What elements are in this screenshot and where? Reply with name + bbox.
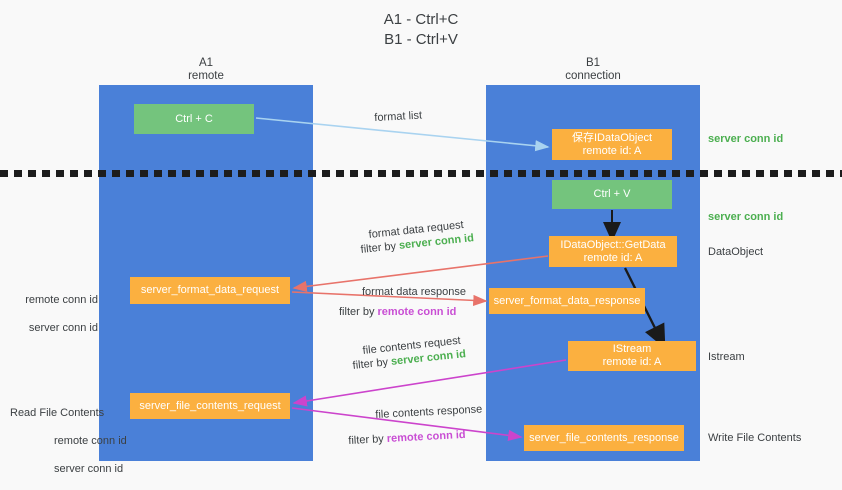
filter-prefix: filter by <box>339 306 378 318</box>
annotation-server-conn-id-top: server conn id <box>708 133 784 145</box>
column-header-b1: B1 connection <box>565 57 621 82</box>
box-server-format-data-response[interactable]: server_format_data_response <box>489 288 645 314</box>
annotation-read-file-contents-group: Read File Contents remote conn id server… <box>10 392 190 490</box>
annotation-remote-conn-id: remote conn id <box>54 435 127 447</box>
filter-prefix: filter by <box>348 432 388 447</box>
box-save-idataobject[interactable]: 保存IDataObject remote id: A <box>552 129 672 160</box>
box-idataobject-getdata[interactable]: IDataObject::GetData remote id: A <box>549 236 677 267</box>
edge-label-format-data-response-filter: filter by remote conn id <box>339 305 456 319</box>
box-ctrl-v[interactable]: Ctrl + V <box>552 180 672 209</box>
edge-label-format-data-response: format data response <box>362 286 466 298</box>
box-ctrl-c[interactable]: Ctrl + C <box>134 104 254 134</box>
annotation-server-conn-id: server conn id <box>28 322 98 334</box>
box-server-format-data-request[interactable]: server_format_data_request <box>130 277 290 304</box>
edge-label-format-list: format list <box>374 109 423 124</box>
phase-divider <box>0 170 842 177</box>
box-server-file-contents-request[interactable]: server_file_contents_request <box>130 393 290 419</box>
filter-value-remote-conn-id: remote conn id <box>377 306 457 318</box>
filter-prefix: filter by <box>360 239 400 256</box>
annotation-server-conn-id: server conn id <box>54 463 124 475</box>
annotation-remote-conn-id: remote conn id <box>25 294 98 306</box>
column-header-a1: A1 remote <box>188 57 224 82</box>
annotation-istream: Istream <box>708 351 745 363</box>
filter-prefix: filter by <box>352 355 392 372</box>
edge-label-file-contents-response: file contents response <box>375 403 483 421</box>
annotation-conn-ids-format: remote conn id server conn id <box>10 279 98 349</box>
annotation-server-conn-id-mid: server conn id <box>708 211 784 223</box>
annotation-dataobject: DataObject <box>708 246 764 258</box>
box-server-file-contents-response[interactable]: server_file_contents_response <box>524 425 684 451</box>
filter-value-remote-conn-id: remote conn id <box>386 428 466 445</box>
box-istream[interactable]: IStream remote id: A <box>568 341 696 371</box>
annotation-write-file-contents: Write File Contents <box>708 432 802 444</box>
page-title: A1 - Ctrl+C B1 - Ctrl+V <box>383 11 459 48</box>
annotation-read-file-contents: Read File Contents <box>10 407 105 419</box>
edge-label-file-contents-response-filter: filter by remote conn id <box>348 428 466 448</box>
